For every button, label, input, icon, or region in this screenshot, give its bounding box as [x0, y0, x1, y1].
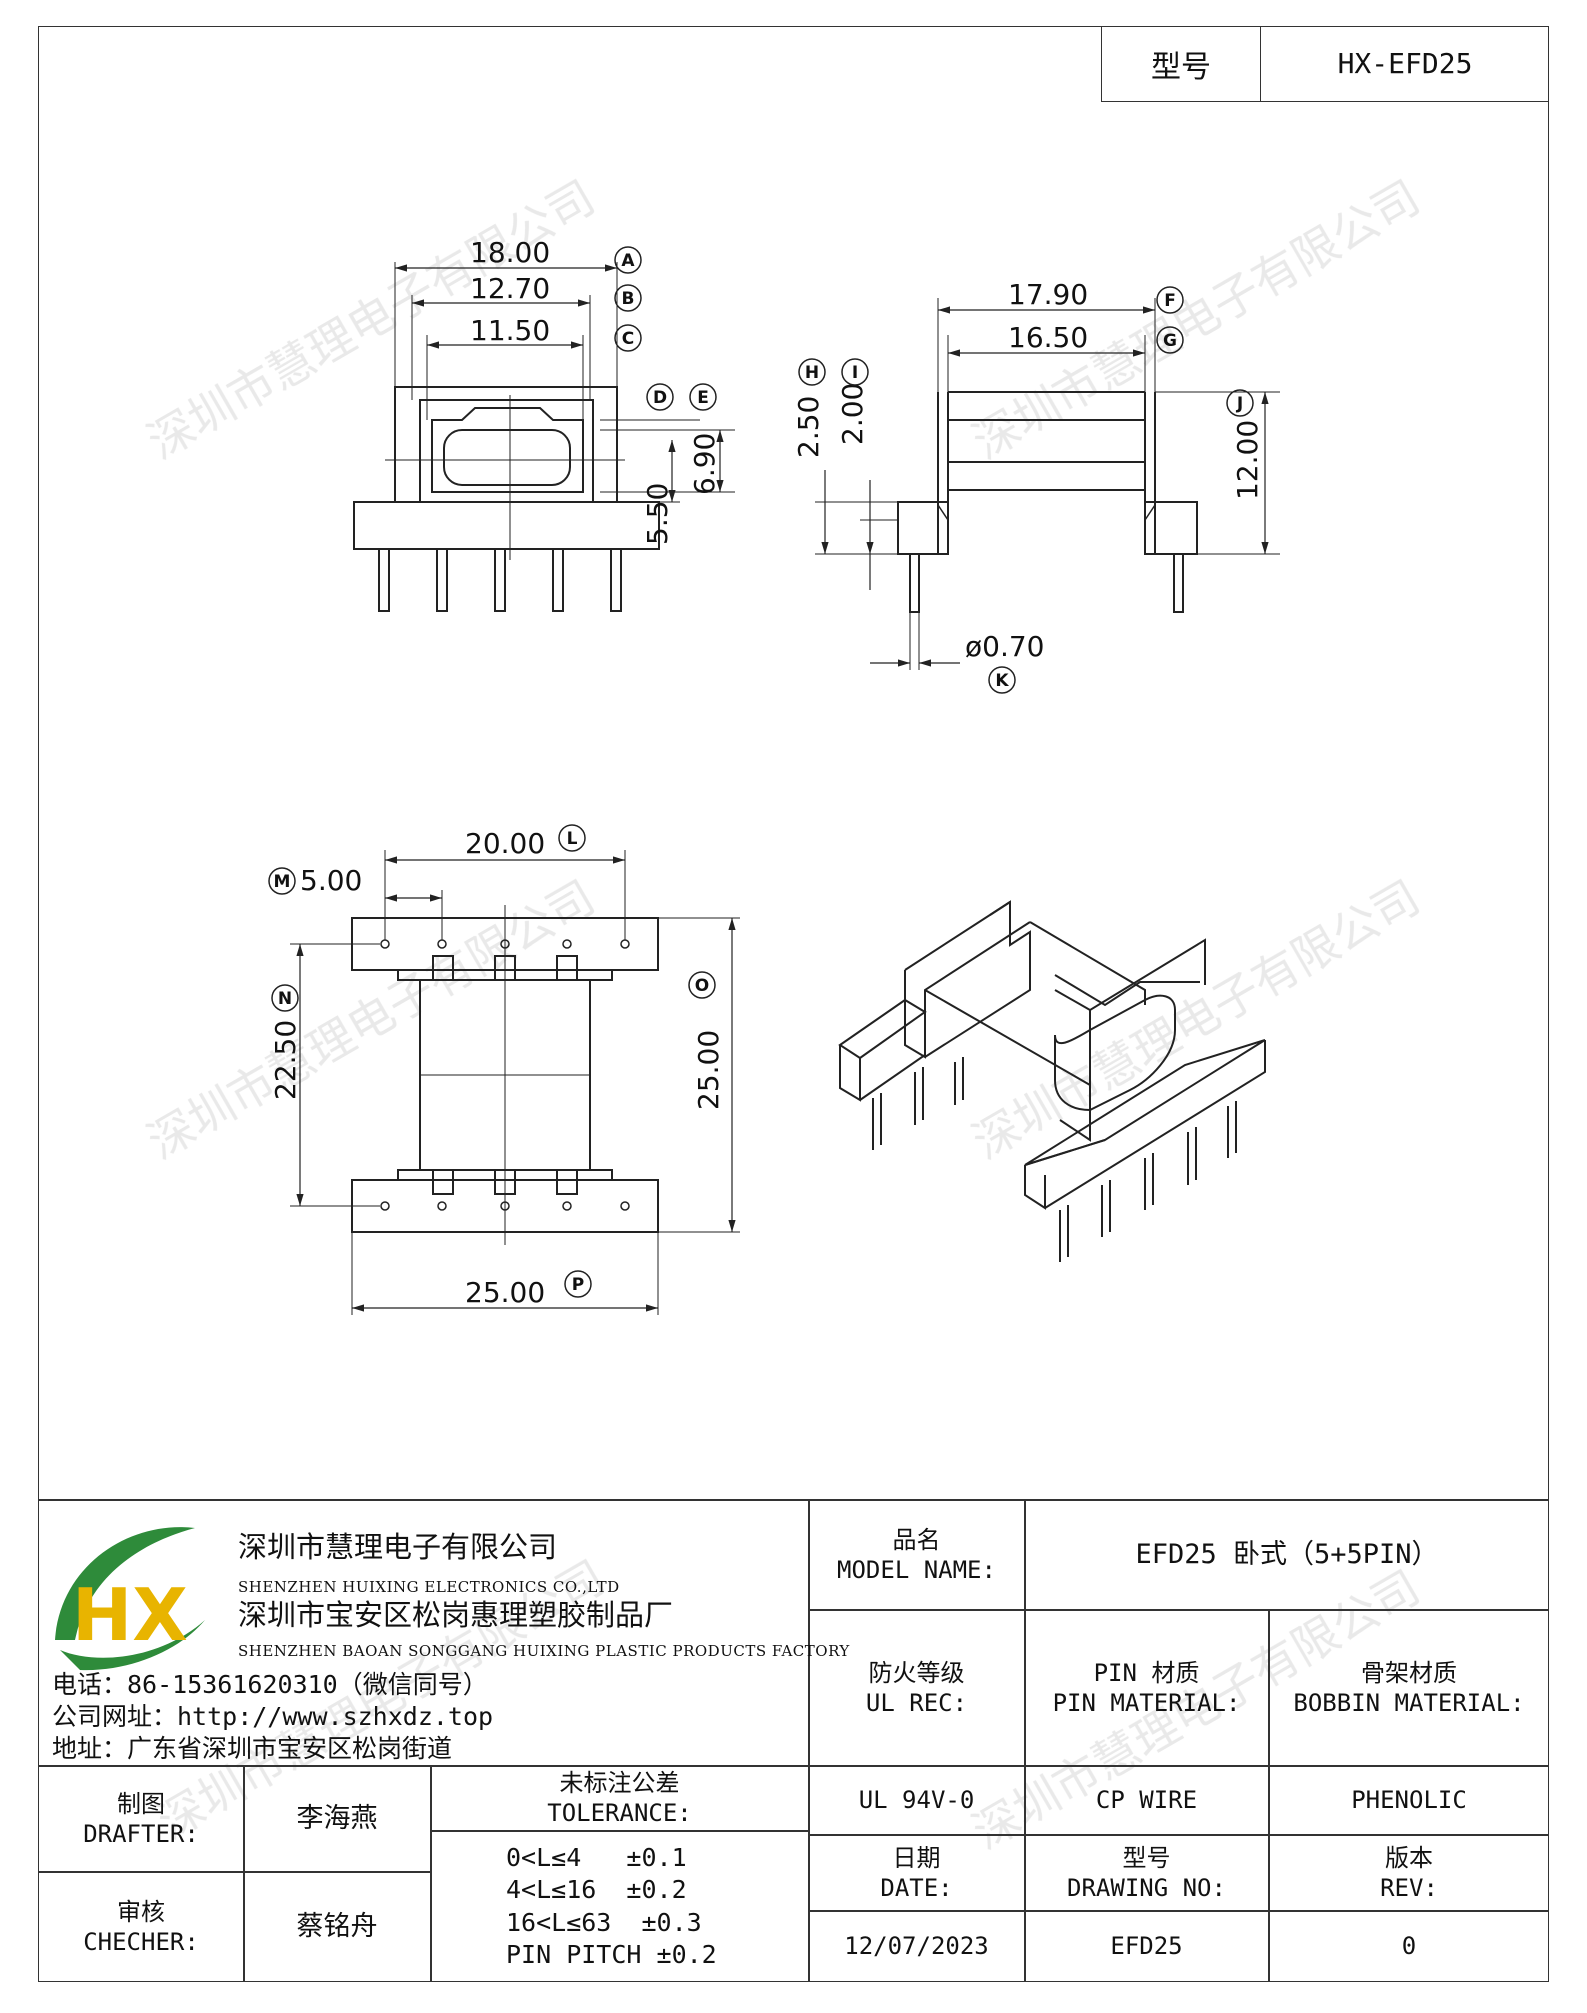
dim-a-value: 18.00 [470, 236, 550, 269]
drawing-no-label: 型号 DRAWING NO: [1067, 1843, 1226, 1902]
callout-b: B [614, 284, 642, 312]
svg-text:J: J [1236, 394, 1243, 414]
model-value: HX-EFD25 [1337, 47, 1473, 80]
dim-h-value: 2.50 [792, 396, 825, 458]
dim-i-value: 2.00 [836, 383, 869, 445]
callout-d: D [646, 383, 674, 411]
tolerance-line: PIN PITCH ±0.2 [506, 1940, 717, 1969]
checker-name: 蔡铭舟 [296, 1911, 378, 1943]
logo-lettering: HX [72, 1573, 188, 1657]
dim-m-value: 5.00 [300, 864, 362, 897]
svg-text:C: C [622, 329, 634, 349]
dim-f-value: 17.90 [1008, 278, 1088, 311]
drafter-label: 制图 DRAFTER: [83, 1789, 199, 1848]
bobbin-material-value: PHENOLIC [1351, 1786, 1467, 1814]
callout-g: G [1156, 326, 1184, 354]
svg-text:P: P [572, 1275, 584, 1295]
date-value: 12/07/2023 [844, 1932, 989, 1960]
model-header: 型号 HX-EFD25 [1101, 26, 1549, 102]
callout-e: E [689, 383, 717, 411]
rev-value: 0 [1401, 1932, 1417, 1960]
tolerance-line: 0<L≤4 ±0.1 [506, 1842, 687, 1872]
svg-text:H: H [805, 363, 819, 383]
dim-e-value: 5.50 [641, 483, 674, 545]
callout-c: C [614, 324, 642, 352]
svg-text:F: F [1164, 291, 1176, 311]
callout-a: A [614, 246, 642, 274]
date-label: 日期 DATE: [880, 1843, 953, 1902]
dim-b-value: 12.70 [470, 272, 550, 305]
callout-j: J [1226, 389, 1254, 417]
callout-f: F [1156, 286, 1184, 314]
callout-i: I [841, 358, 869, 386]
company-website[interactable]: 公司网址：http://www.szhxdz.top [52, 1702, 494, 1731]
svg-text:M: M [274, 872, 291, 892]
company-name-cn: 深圳市慧理电子有限公司 [238, 1530, 558, 1564]
callout-h: H [798, 358, 826, 386]
svg-text:N: N [278, 989, 292, 1009]
drawing-no-value: EFD25 [1110, 1932, 1183, 1960]
checker-label: 审核 CHECHER: [83, 1898, 199, 1956]
model-name-value: EFD25 卧式（5+5PIN） [1135, 1538, 1439, 1570]
side-view [815, 298, 1280, 670]
company-name-en: SHENZHEN HUIXING ELECTRONICS CO.,LTD [238, 1578, 620, 1596]
drawing-sheet [38, 26, 1549, 1982]
bobbin-material-label: 骨架材质 BOBBIN MATERIAL: [1293, 1658, 1525, 1717]
callout-k: K [988, 666, 1016, 694]
callout-l: L [558, 824, 586, 852]
callout-n: N [271, 984, 299, 1012]
tolerance-table: 0<L≤4 ±0.1 4<L≤16 ±0.2 16<L≤63 ±0.3 PIN … [431, 1831, 808, 1982]
svg-text:G: G [1163, 331, 1177, 351]
dim-l-value: 20.00 [465, 827, 545, 860]
dim-j-value: 12.00 [1231, 420, 1264, 500]
isometric-view [838, 900, 1266, 1262]
callout-m: M [268, 867, 296, 895]
svg-text:D: D [653, 388, 667, 408]
dim-o-value: 25.00 [692, 1030, 725, 1110]
svg-text:K: K [995, 671, 1009, 691]
dim-n-value: 22.50 [269, 1020, 302, 1100]
svg-text:I: I [852, 363, 858, 383]
rev-label: 版本 REV: [1380, 1843, 1438, 1902]
drafter-name: 李海燕 [296, 1802, 378, 1834]
factory-name-cn: 深圳市宝安区松岗惠理塑胶制品厂 [238, 1598, 674, 1632]
company-logo: HX [55, 1527, 205, 1671]
dim-c-value: 11.50 [470, 314, 550, 347]
tolerance-label: 未标注公差 TOLERANCE: [547, 1769, 692, 1827]
svg-text:L: L [567, 829, 578, 849]
front-view [353, 262, 735, 612]
svg-text:A: A [621, 251, 635, 271]
watermark: 深圳市慧理电子有限公司 [964, 870, 1429, 1170]
pin-material-label: PIN 材质 PIN MATERIAL: [1052, 1658, 1241, 1717]
pin-material-value: CP WIRE [1095, 1786, 1198, 1814]
dim-g-value: 16.50 [1008, 321, 1088, 354]
model-name-label: 品名 MODEL NAME: [837, 1525, 996, 1584]
ul-rec-value: UL 94V-0 [858, 1786, 975, 1814]
watermark: 深圳市慧理电子有限公司 [964, 170, 1429, 470]
company-address: 地址：广东省深圳市宝安区松岗街道 [52, 1734, 453, 1763]
company-phone: 电话：86-15361620310（微信同号） [52, 1670, 488, 1699]
tolerance-line: 4<L≤16 ±0.2 [506, 1875, 687, 1904]
tolerance-line: 16<L≤63 ±0.3 [506, 1907, 702, 1937]
bottom-view [290, 850, 740, 1315]
svg-text:E: E [697, 388, 709, 408]
model-label: 型号 [1102, 26, 1261, 101]
dim-d-value: 6.90 [688, 433, 721, 495]
svg-text:B: B [622, 289, 635, 309]
dim-p-value: 25.00 [465, 1276, 545, 1309]
ul-rec-label: 防火等级 UL REC: [865, 1658, 968, 1717]
callout-o: O [688, 971, 716, 999]
watermark: 深圳市慧理电子有限公司 [139, 870, 604, 1170]
dim-k-value: ø0.70 [965, 630, 1044, 663]
factory-name-en: SHENZHEN BAOAN SONGGANG HUIXING PLASTIC … [238, 1642, 850, 1660]
callout-p: P [564, 1270, 592, 1298]
svg-text:O: O [695, 976, 709, 996]
